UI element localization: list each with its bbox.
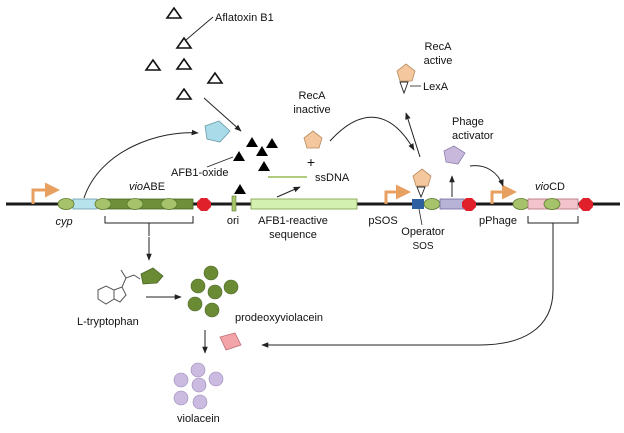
recA-pentagon-icon (412, 168, 432, 187)
phage-activator-gene (439, 198, 465, 210)
violacein-molecule-icon (173, 362, 224, 410)
recA-active-label-line1: RecA (425, 41, 453, 53)
psos-promoter-arrow (384, 184, 411, 204)
rbs-oval (423, 198, 441, 210)
ssdna-label: ssDNA (315, 172, 350, 184)
pphage-label: pPhage (479, 215, 517, 227)
phage-activator-label-line2: activator (452, 130, 494, 142)
vioabe-gene (103, 198, 194, 210)
phage-activator-label-line1: Phage (452, 116, 484, 128)
recA-inactive-label-line1: RecA (299, 90, 327, 102)
vioabe-enzyme-icon (140, 267, 164, 285)
recA-active-label-line2: active (424, 55, 453, 67)
cyp-gene (72, 198, 98, 210)
recA-pentagon-icon (396, 63, 416, 82)
afb1-oxide-pointer (206, 156, 234, 168)
phage-activator-icon (443, 145, 466, 165)
vioabe-brace (104, 216, 194, 236)
afb1-to-ssdna-arrow (276, 186, 301, 198)
aflatoxin-triangle-icon (144, 6, 224, 100)
terminator-octagon (462, 198, 476, 211)
activator-to-pphage-arrow (469, 165, 504, 187)
cyp-promoter-arrow (31, 182, 60, 204)
afb1-oxide-label: AFB1-oxide (171, 167, 228, 179)
rbs-oval (543, 198, 561, 210)
cyp-label: cyp (55, 216, 72, 228)
operator-pointer (418, 208, 423, 226)
rbs-oval (57, 198, 75, 210)
rbs-oval (160, 198, 178, 210)
tryptophan-structure-icon (97, 269, 141, 305)
aflatoxin-label: Aflatoxin B1 (215, 12, 274, 24)
prodeoxyviolacein-molecule-icon (187, 265, 239, 318)
rbs-oval (126, 198, 144, 210)
recA-pentagon-icon (303, 130, 323, 149)
recA-activation-arrow (329, 116, 415, 151)
terminator-octagon (579, 198, 593, 211)
lexA-icon (416, 186, 426, 199)
operator-label-line1: Operator (401, 226, 445, 238)
rbs-oval (512, 198, 530, 210)
lexA-icon (399, 81, 409, 95)
viocd-brace (527, 216, 579, 224)
ori-marker (231, 195, 237, 212)
viocd-enzyme-icon (219, 332, 242, 351)
rbs-oval (94, 198, 112, 210)
viocd-label: vioCD (535, 181, 565, 193)
terminator-octagon (197, 198, 211, 211)
afb1-reactive-sequence (250, 198, 358, 210)
operator-label-line2: SOS (412, 241, 433, 252)
prodeoxyviolacein-label: prodeoxyviolacein (235, 312, 323, 324)
lexA-label: LexA (423, 81, 449, 93)
recA-inactive-label-line2: inactive (293, 104, 330, 116)
aflatoxin-to-oxide-arrow (203, 97, 242, 132)
afb1-reactive-label-line2: sequence (269, 229, 317, 241)
afb1-reactive-label-line1: AFB1-reactive (258, 215, 328, 227)
cyp-expression-arrow (83, 129, 199, 199)
plus-label: + (307, 154, 315, 170)
ori-label: ori (227, 215, 239, 227)
aflatoxin-pointer (185, 16, 214, 41)
afb1-oxide-triangle-icon (233, 137, 278, 194)
operator-sos-box (412, 199, 424, 209)
pphage-promoter-arrow (490, 184, 517, 204)
operator-to-recA-arrow (405, 112, 421, 158)
l-tryptophan-label: L-tryptophan (77, 316, 139, 328)
psos-label: pSOS (368, 215, 397, 227)
vioabe-label: vioABE (129, 181, 165, 193)
viocd-to-enzyme-arrow (261, 223, 554, 348)
cyp-enzyme-icon (204, 120, 231, 143)
violacein-label: violacein (177, 413, 220, 425)
